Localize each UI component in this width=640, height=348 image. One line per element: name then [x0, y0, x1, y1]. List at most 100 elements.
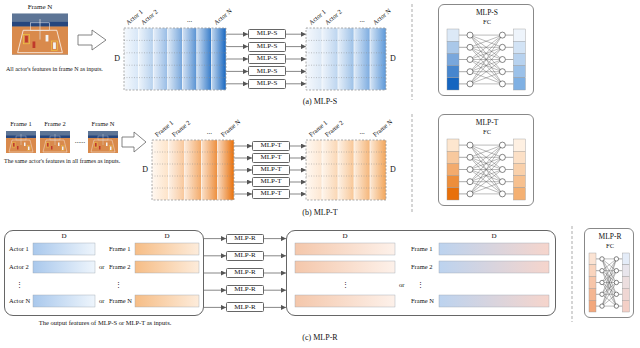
feature-label-holder: Frame 1	[411, 245, 432, 252]
rect-part	[622, 277, 629, 289]
circle-part	[467, 142, 473, 148]
separator	[412, 4, 413, 100]
panel-label-holder: MLP-S	[476, 8, 498, 17]
line-part	[470, 60, 502, 84]
feature-label-holder: Frame 1	[109, 245, 130, 252]
line-part	[306, 188, 386, 189]
rect-part	[33, 243, 95, 255]
line-part	[602, 259, 616, 271]
module-label: MLP-R	[234, 304, 255, 312]
feature-label: Actor 2	[9, 263, 29, 270]
axis-label: Frame N	[371, 118, 393, 138]
rect-part	[589, 288, 596, 300]
module-label: MLP-T	[261, 154, 282, 162]
rect-part	[589, 265, 596, 277]
caption-text: (b) MLP-T	[302, 209, 337, 218]
line-part	[470, 182, 502, 194]
axis-label: Frame 1	[154, 119, 175, 138]
line-part	[459, 193, 467, 194]
rect-part	[354, 28, 370, 90]
rect-part	[513, 188, 525, 200]
line-part	[470, 145, 502, 194]
module-label: MLP-R	[234, 252, 255, 260]
axis-label-holder: ...	[359, 16, 364, 25]
arrow-connector	[290, 182, 306, 183]
axis-label: D	[390, 166, 396, 175]
line-part	[596, 294, 600, 295]
feature-label-holder: D	[164, 232, 169, 241]
circle-part	[600, 304, 604, 308]
mlp-box: MLP-T	[252, 189, 290, 199]
axis-label-holder: Frame N	[371, 118, 393, 138]
circle-part	[614, 257, 618, 261]
rect-part	[513, 66, 525, 78]
axis-label-holder: ...	[187, 16, 192, 25]
arrow-connector	[264, 238, 286, 239]
line-part	[505, 59, 513, 60]
axis-label-holder: Actor 1	[307, 8, 327, 26]
feature-label: Frame N	[411, 297, 434, 304]
module-label: MLP-R	[234, 235, 255, 243]
mlp-box: MLP-R	[226, 302, 264, 312]
feature-label: D	[342, 233, 347, 241]
circle-part	[467, 191, 473, 197]
rect-part	[622, 265, 629, 277]
caption-holder: ......	[75, 137, 86, 146]
mlp-box: MLP-R	[226, 234, 264, 244]
line-part	[459, 83, 467, 84]
rect-part	[124, 28, 226, 90]
line-part	[306, 176, 386, 177]
module-label: MLP-T	[261, 190, 282, 198]
feature-label-holder: ⋮	[417, 281, 424, 290]
rect-part	[513, 29, 525, 41]
panel-label-holder: MLP-T	[476, 118, 499, 127]
panel-label: FC	[483, 128, 491, 135]
circle-part	[614, 292, 618, 296]
feature-label: Frame N	[109, 297, 132, 304]
arrow-connector	[234, 170, 252, 171]
matrix-graphic	[124, 28, 226, 90]
caption-text: Frame N	[92, 120, 115, 127]
rect-part	[439, 243, 549, 255]
line-part	[505, 47, 513, 48]
rect-part	[622, 253, 629, 265]
circle-part	[499, 154, 505, 160]
line-part	[470, 47, 502, 84]
axis-label-holder: D	[142, 165, 148, 175]
feature-label-holder: or	[399, 281, 404, 288]
panel-label-holder: MLP-R	[599, 232, 622, 241]
axis-label-holder: ...	[207, 128, 212, 137]
feature-label: Frame 2	[411, 263, 432, 270]
rect-part	[295, 261, 395, 273]
axis-label-holder: Actor N	[212, 7, 233, 26]
line-part	[470, 35, 502, 59]
feature-label-holder: ⋮	[16, 281, 23, 290]
caption-text: Frame 2	[44, 120, 65, 127]
rect-part	[197, 28, 212, 90]
line-part	[470, 157, 502, 194]
axis-label-holder: D	[114, 54, 120, 64]
line-part	[470, 47, 502, 84]
caption-text: Frame 1	[10, 120, 31, 127]
caption-holder: Frame 1	[10, 120, 31, 127]
feature-label: ⋮	[16, 282, 23, 290]
feature-label: Frame 1	[411, 245, 432, 252]
circle-part	[499, 44, 505, 50]
line-part	[152, 188, 234, 189]
feature-label-holder: ⋮	[342, 281, 349, 290]
feature-label-holder: ⋮	[115, 281, 122, 290]
hollow-arrow	[78, 30, 106, 50]
line-part	[470, 60, 502, 84]
axis-label: Actor 2	[323, 8, 343, 26]
rect-part	[211, 28, 226, 90]
line-part	[470, 145, 502, 146]
caption-holder: Frame 2	[44, 120, 65, 127]
rect-part	[447, 151, 459, 163]
line-part	[459, 47, 467, 48]
arrow-connector	[234, 182, 252, 183]
rect-part	[589, 300, 596, 312]
rect-part	[513, 53, 525, 65]
caption-text: The same actor's features in all frames …	[4, 158, 120, 165]
circle-part	[600, 292, 604, 296]
caption-holder: The same actor's features in all frames …	[4, 158, 120, 165]
